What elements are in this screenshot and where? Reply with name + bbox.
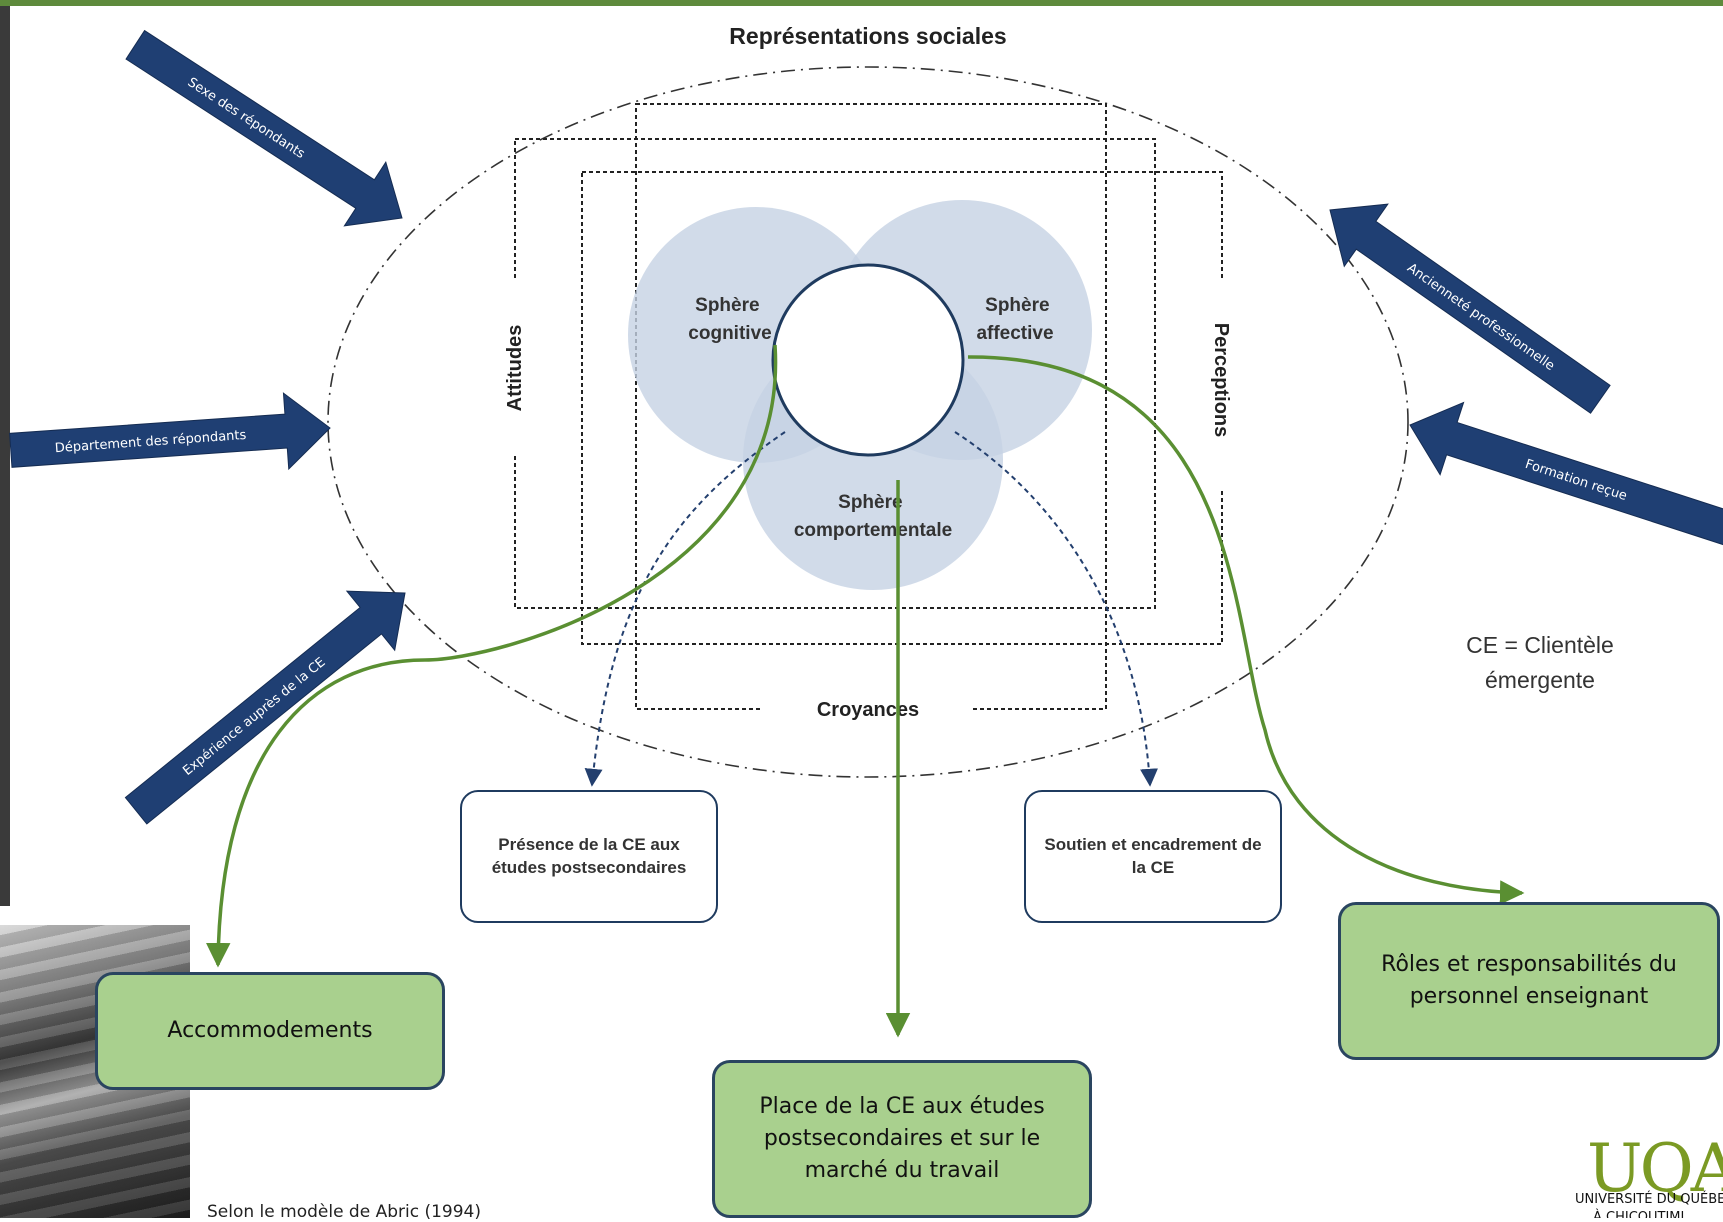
sphere-label-cognitive: Sphère cognitive [688, 295, 771, 344]
uqac-logo-line2: À CHICOUTIMI [1593, 1210, 1685, 1218]
source-citation: Selon le modèle de Abric (1994) [207, 1202, 482, 1222]
left-accent-bar [0, 6, 10, 906]
factor-arrow-sex: Sexe des répondants [125, 29, 403, 227]
spheres [628, 200, 1092, 590]
green-arrow-roles [967, 355, 1525, 905]
factor-arrow-seniority: Ancienneté professionnelle [1329, 203, 1611, 414]
outcome-box-support: Soutien et encadrement de la CE [1024, 790, 1282, 923]
dotted-arrow-support [954, 431, 1158, 787]
factor-arrow-experience: Expérience auprès de la CE [124, 590, 406, 825]
top-accent-bar [0, 0, 1723, 6]
svg-text:Sexe des répondants: Sexe des répondants [185, 75, 308, 162]
frame-label-perceptions: Perceptions [1210, 323, 1232, 437]
central-core [771, 263, 965, 457]
highlight-box-place: Place de la CE aux études postsecondaire… [712, 1060, 1092, 1218]
highlight-box-roles: Rôles et responsabilités du personnel en… [1338, 902, 1720, 1060]
factor-arrow-department: Département des répondants [9, 392, 331, 471]
abbreviation-note: CE = Clientèle émergente [1466, 632, 1614, 693]
sphere-label-affective: Sphère affective [976, 295, 1054, 344]
factor-arrow-training: Formation reçue [1409, 401, 1723, 546]
sphere-label-behavioral: Sphère comportementale [794, 492, 952, 541]
frame-label-beliefs: Croyances [817, 699, 919, 721]
diagram-title: Représentations sociales [729, 23, 1006, 49]
uqac-logo-mark: UQAC [1587, 1140, 1723, 1207]
representations-ellipse [327, 66, 1409, 778]
frame-label-attitudes: Attitudes [504, 325, 526, 412]
outcome-box-presence: Présence de la CE aux études postseconda… [460, 790, 718, 923]
uqac-logo: UQAC UNIVERSITÉ DU QUÉBEC À CHICOUTIMI [1575, 1140, 1723, 1218]
dotted-arrow-presence [584, 431, 786, 787]
svg-text:Expérience auprès de la CE: Expérience auprès de la CE [180, 655, 328, 779]
svg-text:Ancienneté professionnelle: Ancienneté professionnelle [1404, 261, 1557, 374]
uqac-logo-line1: UNIVERSITÉ DU QUÉBEC [1575, 1192, 1723, 1207]
green-arrow-accommodations [205, 344, 778, 968]
highlight-box-accommodations: Accommodements [95, 972, 445, 1090]
